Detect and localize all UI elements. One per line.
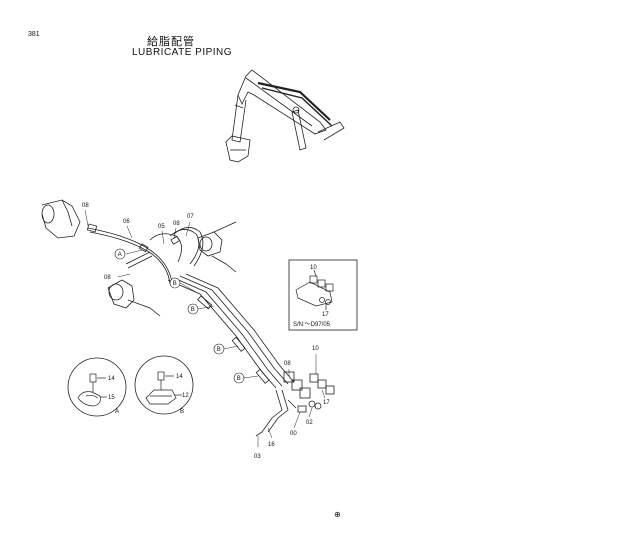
- view-marker-b: B: [187, 303, 199, 315]
- detail-b-label: B: [180, 409, 184, 415]
- svg-text:B: B: [191, 307, 195, 313]
- boom-foot-bushing: [107, 279, 161, 317]
- callout-16: 16: [268, 442, 275, 448]
- callout-06: 06: [123, 219, 130, 225]
- svg-text:B: B: [173, 281, 177, 287]
- callout-00: 00: [290, 431, 297, 437]
- callout-07: 07: [187, 214, 194, 220]
- svg-text:B: B: [217, 347, 221, 353]
- leader-lines: [84, 209, 326, 447]
- view-marker-b: B: [213, 343, 225, 355]
- footer-mark: ⊕: [334, 510, 341, 519]
- lubricate-hose-bundle: [86, 223, 204, 285]
- cylinder-pivot-right: [197, 221, 237, 273]
- lower-pipe-bend: [255, 389, 297, 437]
- callout-10: 10: [310, 265, 317, 271]
- callout-17: 17: [322, 312, 329, 318]
- detail-a-label: A: [115, 409, 119, 415]
- callout-08: 08: [82, 203, 89, 209]
- svg-text:B: B: [237, 376, 241, 382]
- title-japanese: 給脂配管: [147, 36, 195, 48]
- callout-02: 02: [306, 420, 313, 426]
- callout-17: 17: [323, 400, 330, 406]
- callout-14: 14: [176, 374, 183, 380]
- boom-pivot-housing-left: [41, 199, 81, 239]
- callout-03: 03: [254, 454, 261, 460]
- callout-15: 15: [108, 395, 115, 401]
- view-marker-b: B: [233, 372, 245, 384]
- callout-14: 14: [108, 376, 115, 382]
- grease-fitting-block-lower: [283, 371, 335, 413]
- svg-text:A: A: [118, 252, 122, 258]
- callout-08: 08: [284, 361, 291, 367]
- callout-12: 12: [182, 393, 189, 399]
- detail-view-b: 14 12 B: [134, 355, 194, 415]
- view-marker-a: A: [114, 248, 126, 260]
- lubricate-pipe-run: [167, 273, 295, 389]
- callout-05: 05: [158, 224, 165, 230]
- title-english: LUBRICATE PIPING: [132, 47, 233, 58]
- page-number: 381: [28, 31, 40, 38]
- callout-08: 08: [104, 275, 111, 281]
- view-marker-b: B: [169, 277, 181, 289]
- detail-view-a: 14 15 A: [67, 357, 127, 417]
- callout-10: 10: [312, 346, 319, 352]
- serial-detail-inset: 10 17 S/N:～D97/05: [288, 259, 358, 331]
- serial-number-note: S/N:～D97/05: [293, 322, 331, 328]
- excavator-overview-sketch: [225, 69, 345, 163]
- callout-08: 08: [173, 221, 180, 227]
